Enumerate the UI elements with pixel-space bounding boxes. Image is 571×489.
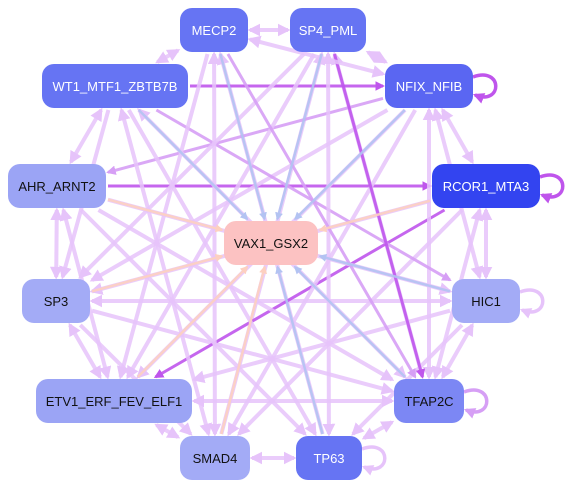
edge-sp3-to-vax1_gsx2	[91, 254, 224, 293]
edge-sp4_pml-to-tp63	[321, 51, 336, 437]
self-loop-hic1	[519, 288, 545, 319]
edge-ahr_arnt2-to-vax1_gsx2	[107, 198, 224, 233]
edge-tfap2c-to-vax1_gsx2	[293, 265, 406, 378]
edge-rcor1_mta3-to-vax1_gsx2	[318, 199, 431, 233]
self-loop-nfix_nfib	[472, 73, 498, 104]
edge-sp4_pml-to-vax1_gsx2	[275, 53, 323, 221]
node-vax1-gsx2[interactable]: VAX1_GSX2	[224, 221, 318, 265]
edge-mecp2-to-nfix_nfib	[247, 35, 386, 78]
edge-nfix_nfib-to-smad4	[227, 109, 417, 437]
self-loop-tfap2c	[463, 388, 489, 419]
node-ahr-arnt2[interactable]: AHR_ARNT2	[8, 164, 106, 208]
node-sp3[interactable]: SP3	[22, 279, 90, 323]
node-wt1-mtf1-zbtb7b[interactable]: WT1_MTF1_ZBTB7B	[42, 64, 188, 108]
node-tp63[interactable]: TP63	[296, 436, 362, 480]
node-tfap2c[interactable]: TFAP2C	[394, 379, 464, 423]
edge-sp4_pml-to-nfix_nfib	[365, 50, 388, 64]
edge-tp63-to-vax1_gsx2	[275, 265, 324, 435]
edge-tp63-to-tfap2c	[361, 420, 395, 440]
node-mecp2[interactable]: MECP2	[180, 8, 248, 52]
edge-nfix_nfib-to-rcor1_mta3	[440, 107, 475, 165]
edge-mecp2-to-smad4	[207, 51, 222, 437]
node-rcor1-mta3[interactable]: RCOR1_MTA3	[432, 164, 540, 208]
self-loop-tp63	[361, 445, 387, 476]
edge-mecp2-to-tfap2c	[226, 53, 417, 379]
edge-wt1_mtf1_zbtb7b-to-ahr_arnt2	[69, 107, 103, 165]
edge-sp4_pml-to-sp3	[78, 52, 306, 279]
node-smad4[interactable]: SMAD4	[180, 436, 250, 480]
node-etv1-erf-fev-elf1[interactable]: ETV1_ERF_FEV_ELF1	[36, 379, 192, 423]
edge-mecp2-to-vax1_gsx2	[219, 53, 267, 221]
edge-etv1_erf_fev_elf1-to-smad4	[154, 423, 181, 439]
node-sp4-pml[interactable]: SP4_PML	[290, 8, 366, 52]
edge-ahr_arnt2-to-sp3	[49, 207, 64, 280]
self-loop-rcor1_mta3	[539, 173, 565, 204]
node-hic1[interactable]: HIC1	[452, 279, 520, 323]
edge-mecp2-to-wt1_mtf1_zbtb7b	[155, 48, 181, 64]
edge-wt1_mtf1_zbtb7b-to-hic1	[155, 108, 452, 282]
edge-smad4-to-vax1_gsx2	[220, 265, 267, 435]
edge-wt1_mtf1_zbtb7b-to-vax1_gsx2	[137, 109, 249, 221]
edge-etv1_erf_fev_elf1-to-vax1_gsx2	[136, 265, 249, 378]
edge-hic1-to-vax1_gsx2	[318, 254, 451, 293]
node-nfix-nfib[interactable]: NFIX_NFIB	[385, 64, 473, 108]
edge-nfix_nfib-to-vax1_gsx2	[294, 109, 406, 221]
